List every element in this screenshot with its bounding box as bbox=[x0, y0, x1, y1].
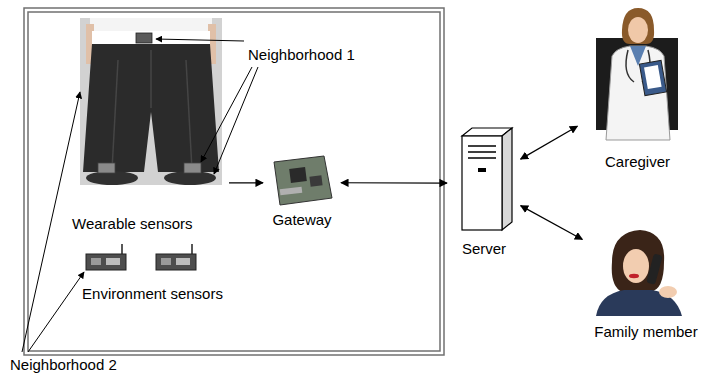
connector-arrow bbox=[341, 182, 447, 184]
hair bbox=[612, 230, 664, 292]
circuit-board bbox=[274, 156, 332, 205]
server-node: Server bbox=[450, 125, 518, 257]
gateway-board-icon bbox=[274, 156, 332, 205]
environment-sensor-icon bbox=[156, 244, 196, 270]
leader-arrow bbox=[28, 272, 84, 352]
caregiver-figure bbox=[596, 8, 678, 140]
server-side bbox=[502, 128, 512, 230]
hair bbox=[622, 8, 654, 44]
leader-arrow bbox=[156, 39, 244, 41]
pants-fold bbox=[112, 50, 192, 170]
chip bbox=[161, 258, 171, 265]
belt bbox=[92, 31, 210, 44]
shirt bbox=[90, 18, 212, 32]
ankle-sensor bbox=[98, 163, 115, 173]
pants bbox=[83, 44, 219, 172]
face bbox=[628, 17, 648, 43]
ankle-sensor bbox=[184, 163, 201, 173]
drive-slot bbox=[468, 146, 496, 158]
sensor-board bbox=[86, 254, 126, 270]
connector-arrow bbox=[521, 206, 583, 240]
family-member-figure bbox=[596, 230, 682, 316]
leader-arrow bbox=[201, 67, 252, 162]
node-label: Server bbox=[462, 240, 506, 257]
connector-arrow bbox=[521, 126, 578, 159]
connector-arrow bbox=[229, 182, 263, 183]
chip bbox=[91, 258, 101, 265]
chip bbox=[309, 175, 322, 186]
sensor-board bbox=[156, 254, 196, 270]
chip bbox=[106, 258, 120, 265]
region-label: Neighborhood 2 bbox=[10, 356, 117, 373]
person-node: Family member bbox=[585, 222, 707, 340]
chip bbox=[176, 258, 190, 265]
hand bbox=[659, 286, 677, 298]
leader-arrow bbox=[22, 92, 80, 352]
clipboard-paper bbox=[644, 65, 662, 89]
phone bbox=[646, 253, 662, 284]
white-coat bbox=[606, 46, 670, 140]
home-frame bbox=[24, 8, 444, 355]
face bbox=[623, 249, 649, 283]
connector bbox=[280, 187, 303, 196]
antenna bbox=[191, 244, 193, 254]
node-label: Caregiver bbox=[605, 153, 670, 170]
environment-sensor-icon bbox=[86, 244, 126, 270]
frame-inner bbox=[28, 12, 440, 351]
node-label: Environment sensors bbox=[82, 285, 223, 302]
photo-background bbox=[80, 18, 222, 185]
pants-photo bbox=[80, 18, 222, 185]
leader-arrow bbox=[214, 67, 258, 174]
server-front bbox=[462, 136, 502, 230]
gateway-node: Gateway bbox=[266, 150, 338, 228]
leader-lines bbox=[22, 39, 258, 352]
belt-sensor bbox=[136, 33, 152, 43]
frame-outer bbox=[24, 8, 444, 355]
lips bbox=[629, 274, 639, 278]
node-label: Wearable sensors bbox=[72, 215, 193, 232]
chip bbox=[289, 167, 307, 183]
region-label: Neighborhood 1 bbox=[248, 46, 355, 63]
node-label: Gateway bbox=[272, 211, 331, 228]
sensor-group: Wearable sensors bbox=[60, 16, 226, 232]
antenna bbox=[121, 244, 123, 254]
node-label: Family member bbox=[594, 323, 697, 340]
sensor-group: Environment sensors bbox=[70, 245, 235, 302]
power-button bbox=[478, 168, 486, 172]
clipboard bbox=[639, 60, 666, 95]
person-node: Caregiver bbox=[580, 2, 695, 170]
server-icon bbox=[462, 128, 512, 230]
